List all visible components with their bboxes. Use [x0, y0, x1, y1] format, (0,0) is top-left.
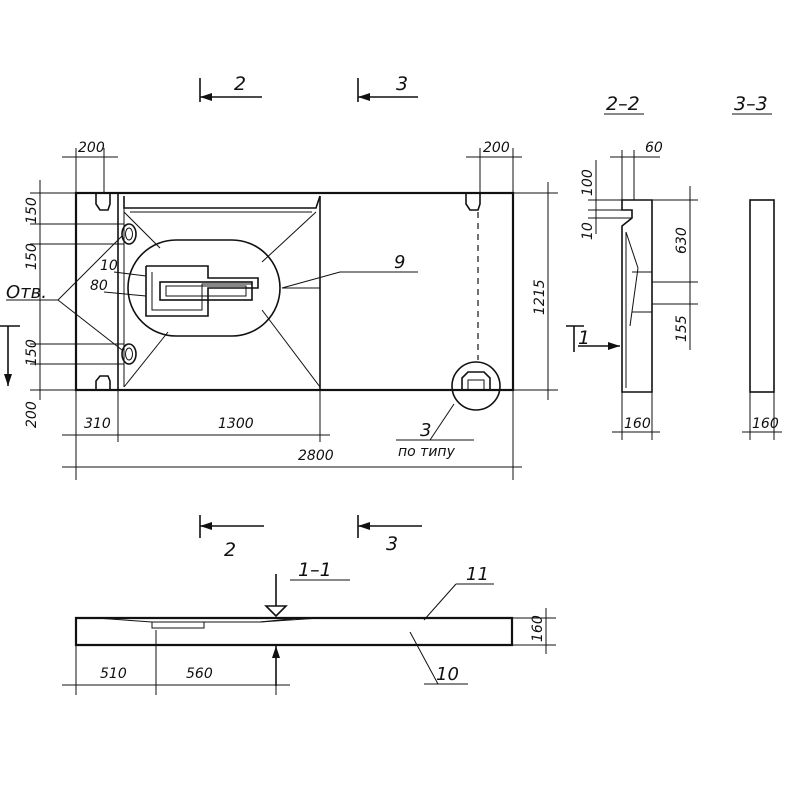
section-2-2: 2–2 60 100 10 630 155 160 1 — [566, 93, 698, 440]
dim-10-sec: 10 — [580, 222, 596, 240]
section-1-1-title: 1–1 — [298, 559, 332, 581]
oval-recess — [127, 239, 281, 337]
dim-60: 60 — [645, 140, 663, 156]
dim-310: 310 — [84, 416, 111, 432]
dim-150-a: 150 — [24, 197, 40, 224]
dim-630: 630 — [674, 227, 690, 254]
plan-outline — [74, 191, 515, 392]
detail-circle — [451, 361, 501, 411]
section-3-3-title: 3–3 — [734, 93, 768, 115]
callout-10: 10 — [436, 664, 459, 685]
callout-11: 11 — [466, 564, 489, 585]
dim-1215: 1215 — [532, 279, 548, 315]
section-1-1: 1–1 11 10 510 560 160 — [62, 559, 556, 695]
callout-3: 3 — [420, 420, 431, 441]
mark-3-top: 3 — [396, 73, 408, 95]
mark-2-top: 2 — [234, 73, 246, 95]
slab-profile — [74, 616, 514, 647]
mark-1-sec: 1 — [578, 327, 590, 349]
label-holes: Отв. — [6, 282, 47, 303]
plan-view — [74, 191, 515, 441]
dim-160-3-3: 160 — [752, 416, 779, 432]
dim-150-b: 150 — [24, 243, 40, 270]
dim-150-c: 150 — [24, 339, 40, 366]
dim-100: 100 — [580, 169, 596, 196]
dim-80-plan: 80 — [90, 278, 108, 294]
dim-200-right: 200 — [483, 140, 510, 156]
hole-bottom — [121, 343, 137, 365]
dim-200-bottom: 200 — [24, 401, 40, 428]
plan-dimensions: 200 200 310 1300 2800 1215 150 150 150 2… — [6, 140, 558, 480]
dim-155: 155 — [674, 315, 690, 342]
section-3-3-profile — [749, 199, 775, 393]
callout-3-note: по типу — [398, 444, 456, 460]
section-2-2-title: 2–2 — [606, 93, 640, 115]
callout-9: 9 — [394, 252, 405, 273]
mark-3-bottom: 3 — [386, 533, 398, 555]
dim-2800: 2800 — [298, 448, 334, 464]
dim-200-left: 200 — [78, 140, 105, 156]
dim-10-plan: 10 — [100, 258, 118, 274]
section-marks: 2 3 2 3 — [0, 73, 422, 561]
dim-510: 510 — [100, 666, 127, 682]
mark-2-bottom: 2 — [224, 539, 236, 561]
section-2-2-profile — [621, 199, 653, 393]
hole-top — [121, 223, 137, 245]
dim-560: 560 — [186, 666, 213, 682]
dim-160-2-2: 160 — [624, 416, 651, 432]
section-3-3: 3–3 160 — [732, 93, 782, 440]
dim-1300: 1300 — [218, 416, 254, 432]
dim-160-1-1: 160 — [530, 615, 546, 642]
